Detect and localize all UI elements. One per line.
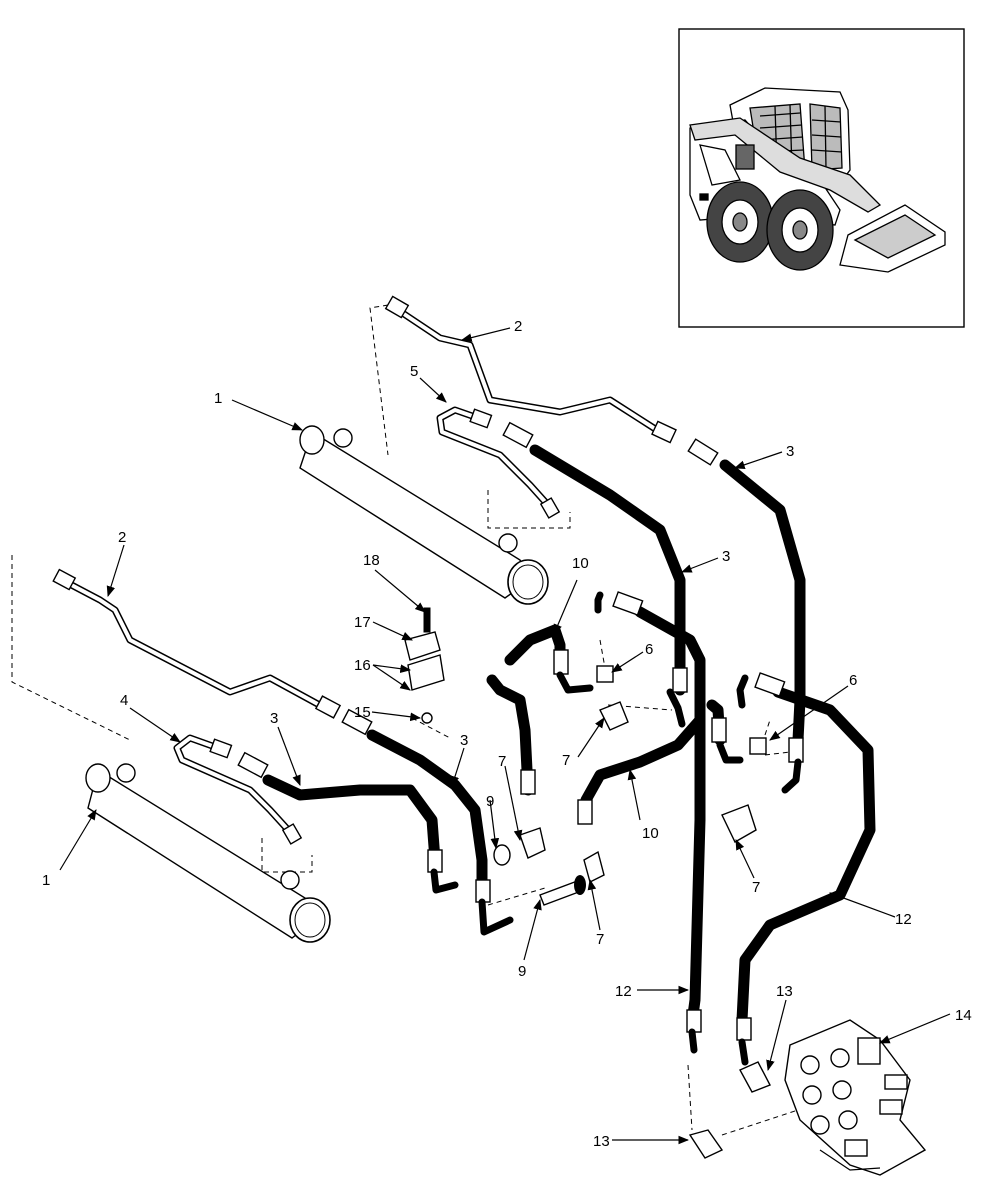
callout-6a: 6 [645, 641, 653, 658]
hydraulic-cylinder-lower [85, 763, 331, 943]
fittings-small [404, 607, 771, 1159]
callout-4: 4 [120, 692, 128, 709]
callout-9b: 9 [518, 963, 526, 980]
callout-15: 15 [354, 704, 371, 721]
control-valve [784, 1019, 927, 1176]
callout-12b: 12 [895, 911, 912, 928]
callout-13b: 13 [593, 1133, 610, 1150]
callout-17: 17 [354, 614, 371, 631]
callout-7d: 7 [752, 879, 760, 896]
callout-3c: 3 [270, 710, 278, 727]
callout-1b: 1 [42, 872, 50, 889]
callout-2a: 2 [514, 318, 522, 335]
callout-5: 5 [410, 363, 418, 380]
hoses [262, 444, 876, 1026]
callout-2b: 2 [118, 529, 126, 546]
callout-14: 14 [955, 1007, 972, 1024]
callout-13a: 13 [776, 983, 793, 1000]
hose-fittings [237, 421, 804, 1066]
callout-10b: 10 [642, 825, 659, 842]
callout-7c: 7 [596, 931, 604, 948]
locator-inset [678, 28, 965, 328]
callout-3b: 3 [722, 548, 730, 565]
callout-labels: 1 1 2 2 3 3 3 3 4 5 6 6 7 7 7 7 9 9 10 1… [42, 318, 972, 1150]
callout-3d: 3 [460, 732, 468, 749]
callout-9a: 9 [486, 793, 494, 810]
callout-7b: 7 [498, 753, 506, 770]
callout-16: 16 [354, 657, 371, 674]
hydraulic-cylinder-upper [299, 425, 549, 605]
steel-tube-2-lower [52, 568, 342, 719]
callout-7a: 7 [562, 752, 570, 769]
steel-tube-4 [173, 734, 303, 845]
skid-steer-loader-icon [689, 87, 946, 273]
callout-1a: 1 [214, 390, 222, 407]
steel-tube-5 [436, 406, 561, 519]
callout-12a: 12 [615, 983, 632, 1000]
callout-3a: 3 [786, 443, 794, 460]
callout-10a: 10 [572, 555, 589, 572]
leader-lines [59, 327, 951, 1145]
steel-tube-2-upper [384, 295, 677, 444]
callout-18: 18 [363, 552, 380, 569]
callout-6b: 6 [849, 672, 857, 689]
construction-lines [11, 304, 799, 1136]
